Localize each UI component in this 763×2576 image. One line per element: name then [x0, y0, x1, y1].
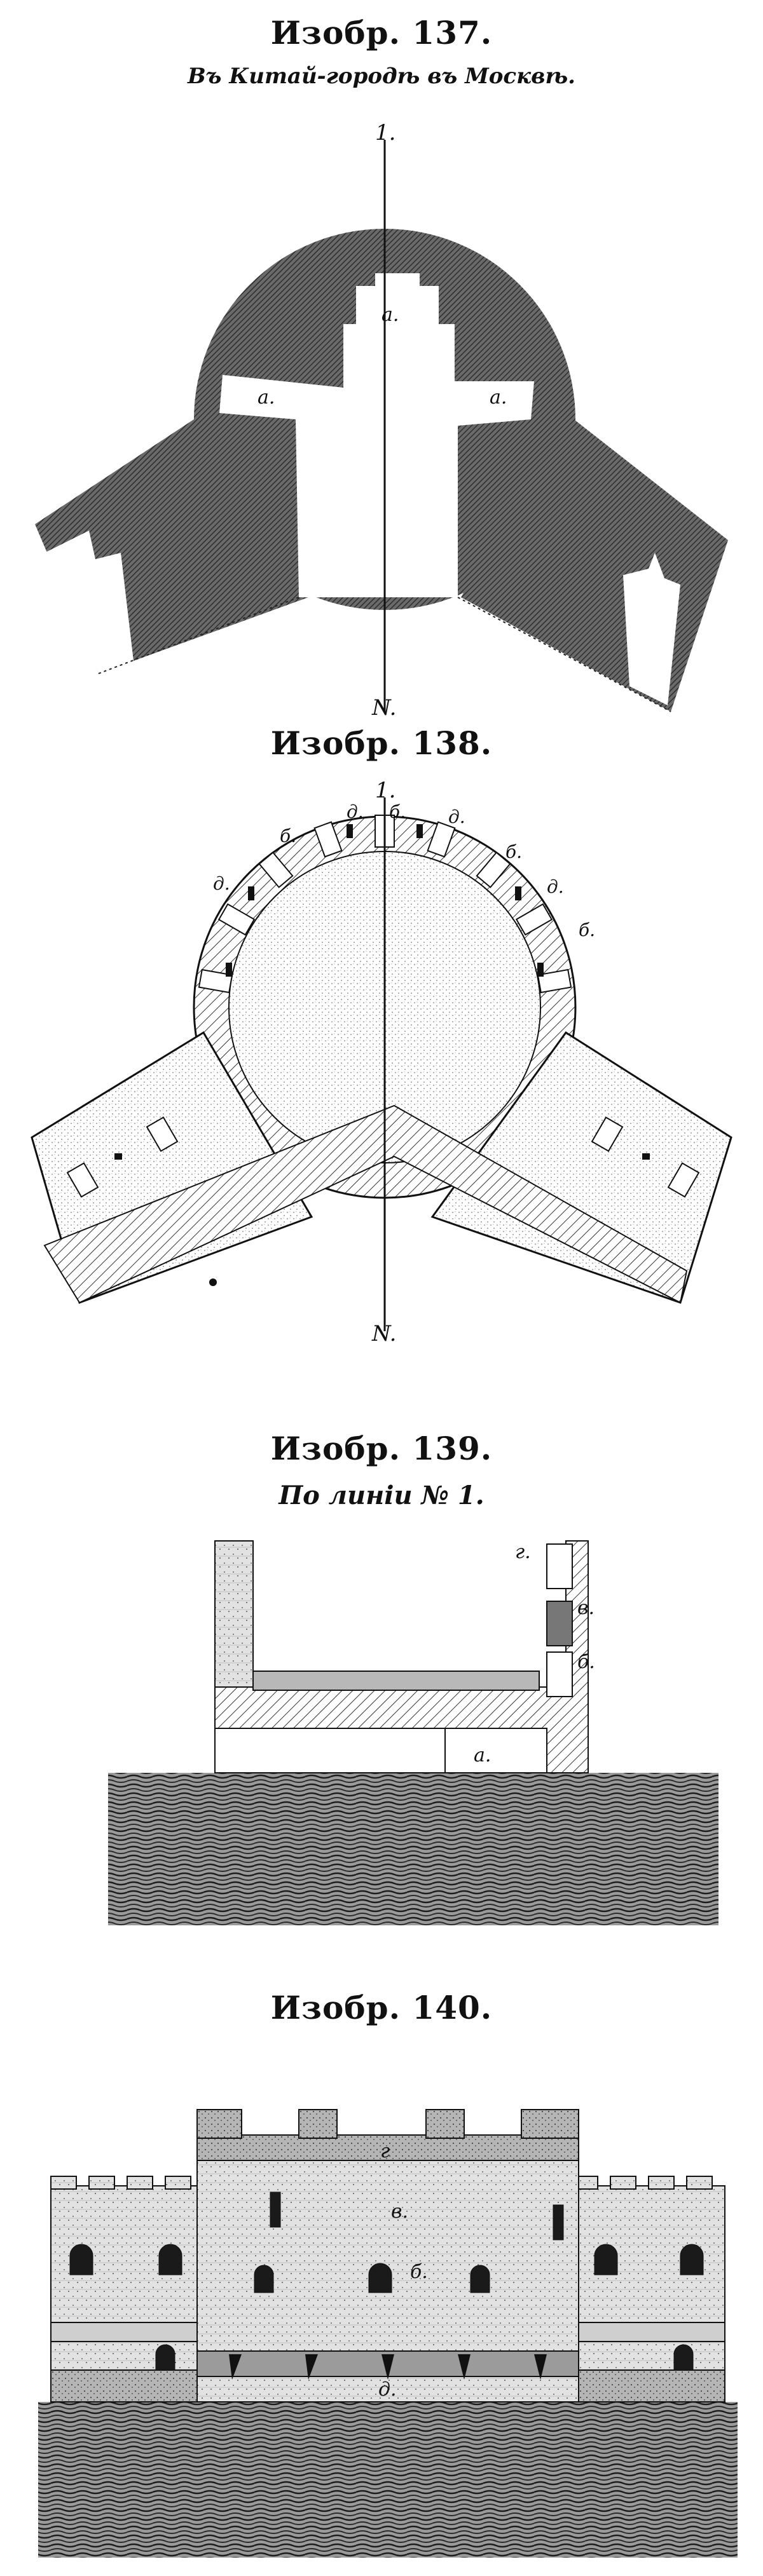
- fig138-label-b3: б.: [505, 841, 522, 862]
- fig138-label-d3: д.: [213, 873, 230, 894]
- fig139-subtitle: По линiи № 1.: [278, 1481, 485, 1510]
- fig138-label-d4: д.: [547, 876, 564, 897]
- fig139-ground: [108, 1773, 718, 1925]
- fig138-plan: 1. N. д. б. д. б. б. д. д. б.: [31, 778, 732, 1344]
- fig138-axis-bottom: N.: [371, 1321, 396, 1344]
- fig139-label-a: а.: [474, 1744, 491, 1766]
- fig139-section: г. в. б. а.: [108, 1540, 718, 1925]
- fig138-inner-wall: [43, 1104, 688, 1304]
- fig137-subtitle: Въ Китай-городѣ въ Москвѣ.: [188, 64, 575, 89]
- fig140-merlons: [50, 2176, 713, 2190]
- fig140-elevation: г в. б. д.: [38, 2109, 738, 2558]
- fig138-axis-top: 1.: [375, 778, 395, 803]
- fig139-title: Изобр. 139.: [270, 1430, 493, 1467]
- fig137-label-a-left: а.: [258, 386, 275, 409]
- fig138-label-d2: д.: [448, 806, 465, 827]
- fig138-label-d1: д.: [347, 801, 364, 822]
- fig139-label-b: б.: [577, 1651, 595, 1673]
- fig137-axis-bottom: N.: [371, 695, 396, 718]
- fig138-label-b4: б.: [579, 919, 595, 940]
- fig137-interior-passages: [45, 273, 680, 705]
- fig137-axis-top: 1.: [375, 120, 395, 146]
- fig137-title: Изобр. 137.: [270, 14, 493, 51]
- fig137-label-a-right: а.: [490, 386, 507, 409]
- fig138-label-b2: б.: [280, 825, 296, 846]
- fig137-label-a-center: а.: [382, 304, 399, 326]
- fig139-walls: [214, 1540, 589, 1773]
- fig139-label-v: в.: [577, 1597, 595, 1619]
- fig140-label-b: б.: [410, 2261, 428, 2283]
- fig137-dotted-lines: [98, 597, 671, 712]
- fig140-ground: [38, 2402, 738, 2558]
- fig139-label-g: г.: [515, 1541, 531, 1563]
- fig140-label-d: д.: [378, 2378, 397, 2401]
- fig140-label-g: г: [380, 2140, 390, 2162]
- fig140-label-v: в.: [391, 2200, 408, 2223]
- fig138-dark-slits: [114, 824, 650, 1286]
- fig138-label-b1: б.: [389, 801, 406, 822]
- fig138-title: Изобр. 138.: [270, 724, 493, 762]
- fig140-title: Изобр. 140.: [270, 1989, 493, 2026]
- fig137-plan: 1. N. а. а. а.: [35, 120, 728, 718]
- fig140-windows: [69, 2192, 704, 2371]
- fig140-loopholes: [229, 2354, 547, 2380]
